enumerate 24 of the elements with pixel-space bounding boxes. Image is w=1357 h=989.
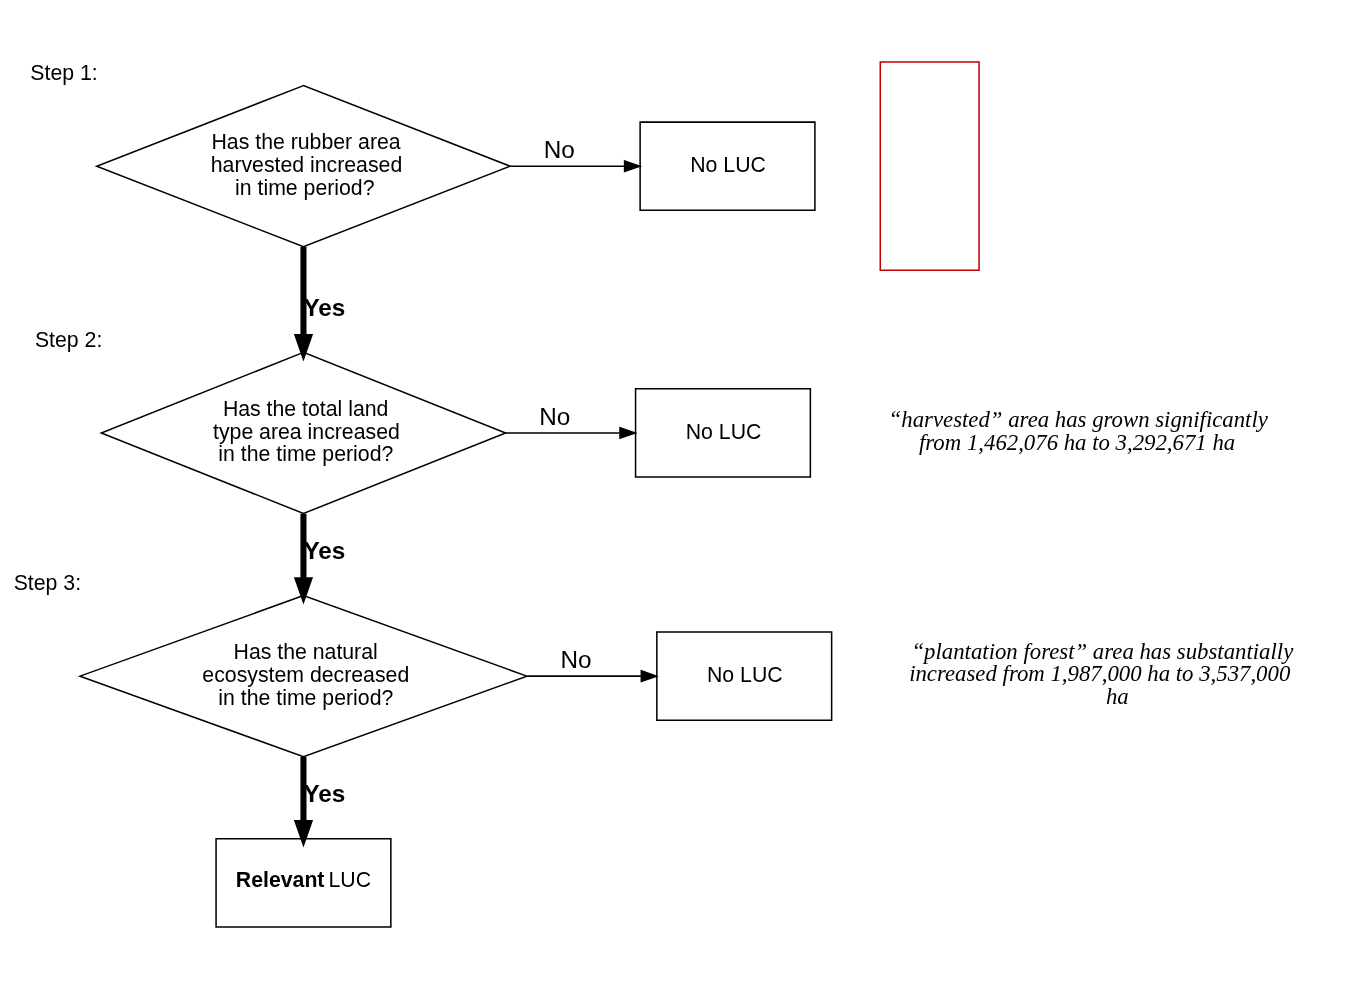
node-diamond: Has the natural ecosystem decreased in the time period? xyxy=(77,594,530,758)
node-box: No LUC xyxy=(656,631,833,721)
node-label: Step 1: xyxy=(30,60,98,85)
node-box: Relevant LUC xyxy=(215,838,392,928)
edge-label: No xyxy=(543,136,575,164)
edge-label: Yes xyxy=(303,293,346,321)
edge-label: Yes xyxy=(303,779,346,807)
label: “plantation forest” area has substantially increased from 1,987,000 ha to 3,537,000 ha xyxy=(909,638,1294,710)
arrow xyxy=(526,669,659,683)
node-diamond: Has the rubber area harvested increased in time period? xyxy=(94,84,513,248)
edge-label: No xyxy=(560,646,592,674)
node-box: No LUC xyxy=(639,121,816,212)
label: “harvested” area has grown significantly from 1,462,076 ha to 3,292,671 ha xyxy=(888,406,1268,455)
node-label: Step 2: xyxy=(34,327,103,352)
node-label: Step 3: xyxy=(13,570,82,595)
arrow xyxy=(293,513,314,605)
edge-label: No xyxy=(539,403,571,431)
arrow xyxy=(509,159,643,173)
node-box: No LUC xyxy=(634,388,812,478)
edge-label: Yes xyxy=(303,536,346,564)
node-diamond: Has the total land type area increased in the time period? xyxy=(99,351,508,515)
arrow xyxy=(505,426,638,440)
arrow xyxy=(293,246,314,362)
node-box xyxy=(879,61,980,272)
